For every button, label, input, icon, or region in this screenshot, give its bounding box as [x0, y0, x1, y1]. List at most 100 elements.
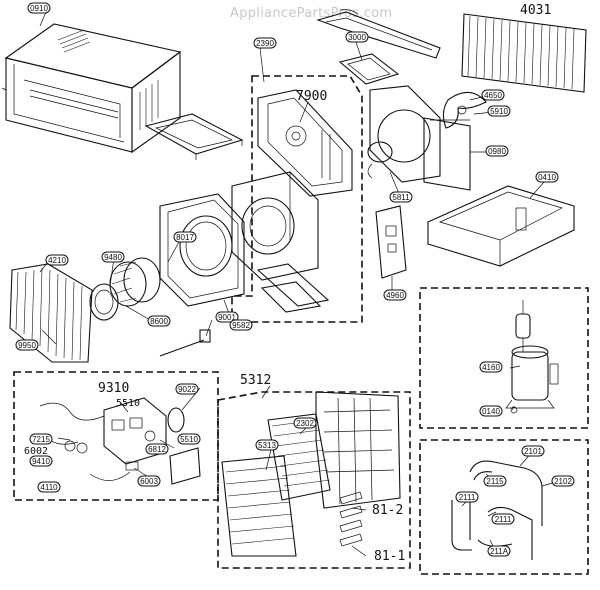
- part-tag-0410: 0410: [535, 171, 559, 183]
- part-tag-5811: 5811: [389, 191, 413, 203]
- part-tag-5510: 5510: [177, 433, 201, 445]
- blower-housing-drawing: [231, 171, 319, 281]
- svg-text:4160: 4160: [482, 363, 500, 372]
- part-tag-0140: 0140: [479, 405, 503, 417]
- part-tag-2101: 2101: [521, 445, 545, 457]
- svg-text:3000: 3000: [348, 33, 366, 42]
- svg-text:0140: 0140: [482, 407, 500, 416]
- base-pan-drawing: [427, 185, 575, 267]
- part-tag-2390: 2390: [253, 37, 277, 49]
- shaft-drawing: [159, 329, 211, 357]
- svg-text:8017: 8017: [176, 233, 194, 242]
- compressor-drawing: [505, 300, 559, 414]
- blower-wheel-drawing: [109, 257, 161, 307]
- part-tag-9001: 9001: [215, 311, 239, 323]
- watermark: AppliancePartsPros.com: [230, 6, 393, 21]
- part-label-7900: 7900: [296, 89, 327, 104]
- svg-text:6812: 6812: [148, 445, 166, 454]
- top-plate-drawing: [338, 53, 400, 85]
- part-tag-4650: 4650: [481, 89, 505, 101]
- tubing-drawing: [451, 460, 543, 560]
- part-tag-4160: 4160: [479, 361, 503, 373]
- svg-text:4650: 4650: [484, 91, 502, 100]
- part-tag-5313: 5313: [255, 439, 279, 451]
- part-tag-2111-a: 2111: [455, 491, 479, 503]
- part-tag-9022: 9022: [175, 383, 199, 395]
- svg-text:2111: 2111: [495, 515, 512, 524]
- part-tag-8600: 8600: [147, 315, 171, 327]
- svg-text:9410: 9410: [32, 457, 50, 466]
- control-box-drawing: [39, 397, 201, 485]
- svg-text:4210: 4210: [48, 256, 66, 265]
- part-tag-0910: 0910: [27, 2, 51, 14]
- evaporator-drawing: [257, 89, 353, 197]
- svg-text:211A: 211A: [490, 547, 509, 556]
- base-rails-drawing: [256, 263, 330, 313]
- svg-text:4110: 4110: [40, 483, 58, 492]
- cabinet-drawing: [1, 23, 182, 154]
- svg-text:9480: 9480: [104, 253, 122, 262]
- svg-text:5910: 5910: [490, 107, 508, 116]
- svg-text:0910: 0910: [30, 4, 48, 13]
- svg-text:2102: 2102: [554, 477, 572, 486]
- svg-text:4960: 4960: [386, 291, 404, 300]
- svg-text:2115: 2115: [486, 477, 504, 486]
- part-tag-0980: 0980: [485, 145, 509, 157]
- leader-81-1: [351, 545, 367, 557]
- front-grille-drawing: [221, 391, 401, 557]
- part-tag-211a: 211A: [487, 545, 511, 557]
- fan-assembly-drawing: [367, 85, 487, 191]
- part-label-5510: 5510: [116, 398, 140, 409]
- part-label-81-1: 81-1: [374, 549, 405, 564]
- part-tag-2302: 2302: [293, 417, 317, 429]
- svg-text:2101: 2101: [524, 447, 542, 456]
- group-5312-outline: [217, 391, 411, 569]
- svg-text:0410: 0410: [538, 173, 556, 182]
- part-tag-9480: 9480: [101, 251, 125, 263]
- part-tag-4210: 4210: [45, 254, 69, 266]
- top-rail-drawing: [316, 9, 441, 59]
- svg-text:5313: 5313: [258, 441, 276, 450]
- group-7900-outline: [231, 75, 363, 323]
- svg-text:9950: 9950: [18, 341, 36, 350]
- svg-text:2111: 2111: [459, 493, 476, 502]
- svg-text:5510: 5510: [180, 435, 198, 444]
- part-tag-8017: 8017: [173, 231, 197, 243]
- part-tag-2102: 2102: [551, 475, 575, 487]
- ring-drawing: [89, 283, 119, 321]
- leader-81-2: [351, 507, 367, 511]
- orifice-panel-drawing: [159, 193, 245, 307]
- part-label-6002: 6002: [24, 446, 48, 457]
- part-tag-9582: 9582: [229, 319, 253, 331]
- svg-text:9022: 9022: [178, 385, 196, 394]
- svg-text:6003: 6003: [140, 477, 158, 486]
- svg-text:0980: 0980: [488, 147, 506, 156]
- svg-text:9001: 9001: [218, 313, 236, 322]
- part-tag-6003: 6003: [137, 475, 161, 487]
- svg-text:2390: 2390: [256, 39, 274, 48]
- part-tag-3000: 3000: [345, 31, 369, 43]
- part-tag-5910: 5910: [487, 105, 511, 117]
- part-tag-2111-b: 2111: [491, 513, 515, 525]
- part-label-9310: 9310: [98, 381, 129, 396]
- svg-text:2302: 2302: [296, 419, 314, 428]
- bracket-drawing: [375, 205, 407, 279]
- svg-text:9582: 9582: [232, 321, 250, 330]
- condenser-coil-drawing: [461, 13, 587, 93]
- group-tubing-outline: [419, 439, 589, 575]
- svg-text:7215: 7215: [32, 435, 50, 444]
- base-tray-drawing: [144, 113, 244, 160]
- part-label-81-2: 81-2: [372, 503, 403, 518]
- part-tag-9950: 9950: [15, 339, 39, 351]
- part-tag-4110: 4110: [37, 481, 61, 493]
- part-tag-2115: 2115: [483, 475, 507, 487]
- leader-lines: [39, 11, 557, 549]
- part-tag-4960: 4960: [383, 289, 407, 301]
- part-tag-6812: 6812: [145, 443, 169, 455]
- part-tag-9410: 9410: [29, 455, 53, 467]
- group-compressor-outline: [419, 287, 589, 429]
- part-tag-7215: 7215: [29, 433, 53, 445]
- part-label-5312: 5312: [240, 373, 271, 388]
- svg-text:5811: 5811: [392, 193, 410, 202]
